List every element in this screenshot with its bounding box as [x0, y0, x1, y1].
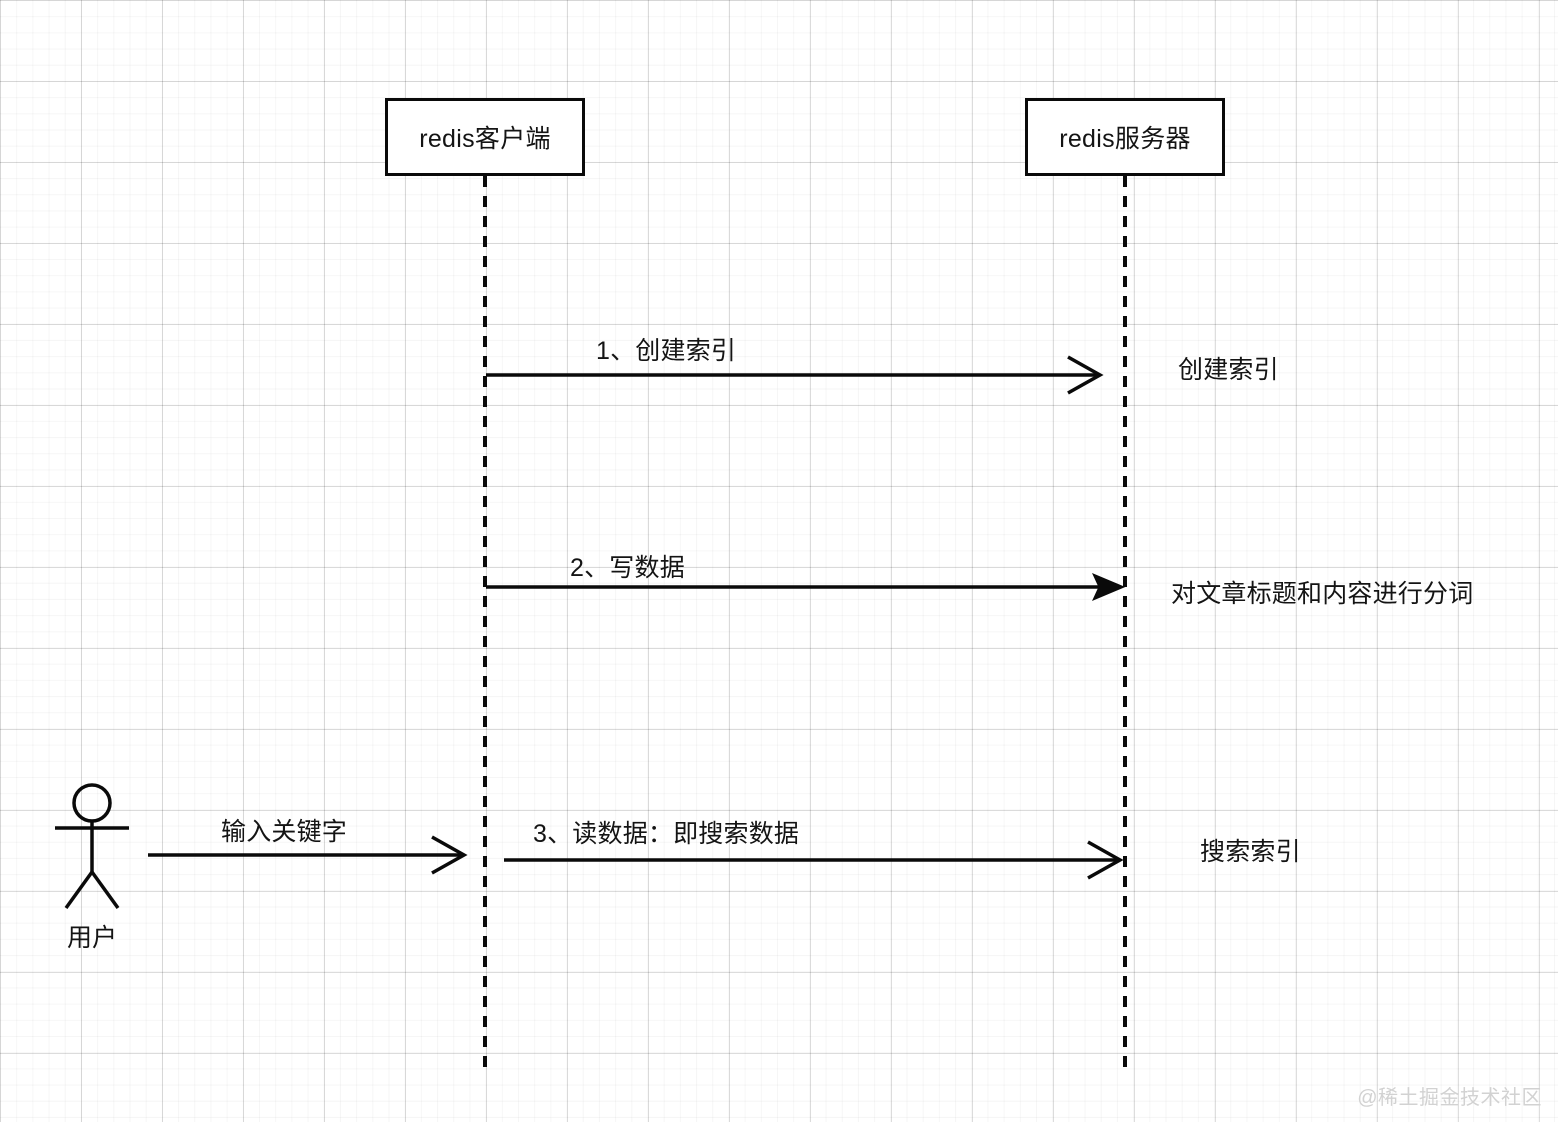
- note-label-1: 创建索引: [1178, 356, 1279, 384]
- message-label-1: 1、创建索引: [596, 337, 737, 365]
- message-arrow-1: [486, 355, 1104, 395]
- message-arrow-3: [504, 840, 1124, 880]
- actor-label-user: 用户: [66, 924, 117, 952]
- message-label-2: 2、写数据: [570, 554, 685, 582]
- participant-label-redis-server: redis服务器: [1059, 125, 1191, 153]
- message-label-3: 3、读数据：即搜索数据: [533, 820, 800, 848]
- participant-box-redis-server[interactable]: redis服务器: [1025, 98, 1225, 176]
- watermark: @稀土掘金技术社区: [1357, 1087, 1542, 1109]
- note-label-2: 对文章标题和内容进行分词: [1171, 580, 1474, 608]
- participant-label-redis-client: redis客户端: [419, 125, 551, 153]
- message-arrow-user-input: [148, 835, 468, 875]
- message-arrow-2: [486, 573, 1126, 601]
- message-label-user-input: 输入关键字: [221, 818, 348, 846]
- participant-box-redis-client[interactable]: redis客户端: [385, 98, 585, 176]
- note-label-3: 搜索索引: [1200, 838, 1301, 866]
- actor-stick-figure: [55, 783, 129, 910]
